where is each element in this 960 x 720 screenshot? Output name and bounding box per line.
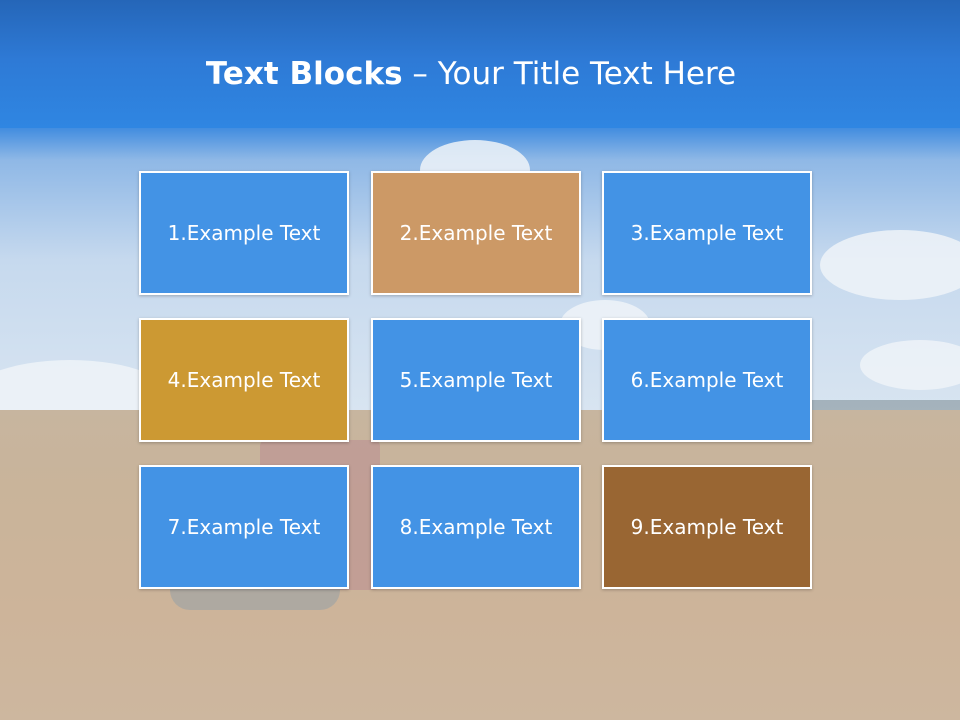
text-block-6[interactable]: 6.Example Text <box>602 318 812 442</box>
text-block-label: 4.Example Text <box>167 368 321 392</box>
slide-title-dash: – <box>402 56 438 92</box>
text-block-label: 5.Example Text <box>399 368 553 392</box>
text-block-3[interactable]: 3.Example Text <box>602 171 812 295</box>
slide-title-bold: Text Blocks <box>205 56 403 92</box>
text-block-4[interactable]: 4.Example Text <box>139 318 349 442</box>
text-block-5[interactable]: 5.Example Text <box>371 318 581 442</box>
text-block-label: 9.Example Text <box>630 515 784 539</box>
text-block-label: 8.Example Text <box>399 515 553 539</box>
text-block-9[interactable]: 9.Example Text <box>602 465 812 589</box>
text-block-label: 7.Example Text <box>167 515 321 539</box>
text-block-7[interactable]: 7.Example Text <box>139 465 349 589</box>
cloud <box>860 340 960 390</box>
text-block-label: 1.Example Text <box>167 221 321 245</box>
text-block-label: 2.Example Text <box>399 221 553 245</box>
text-block-1[interactable]: 1.Example Text <box>139 171 349 295</box>
text-block-2[interactable]: 2.Example Text <box>371 171 581 295</box>
cloud <box>820 230 960 300</box>
slide-title: Text Blocks – Your Title Text Here <box>0 52 942 96</box>
text-block-label: 6.Example Text <box>630 368 784 392</box>
text-block-8[interactable]: 8.Example Text <box>371 465 581 589</box>
text-block-label: 3.Example Text <box>630 221 784 245</box>
header-band <box>0 0 960 128</box>
slide-title-rest: Your Title Text Here <box>437 56 737 92</box>
